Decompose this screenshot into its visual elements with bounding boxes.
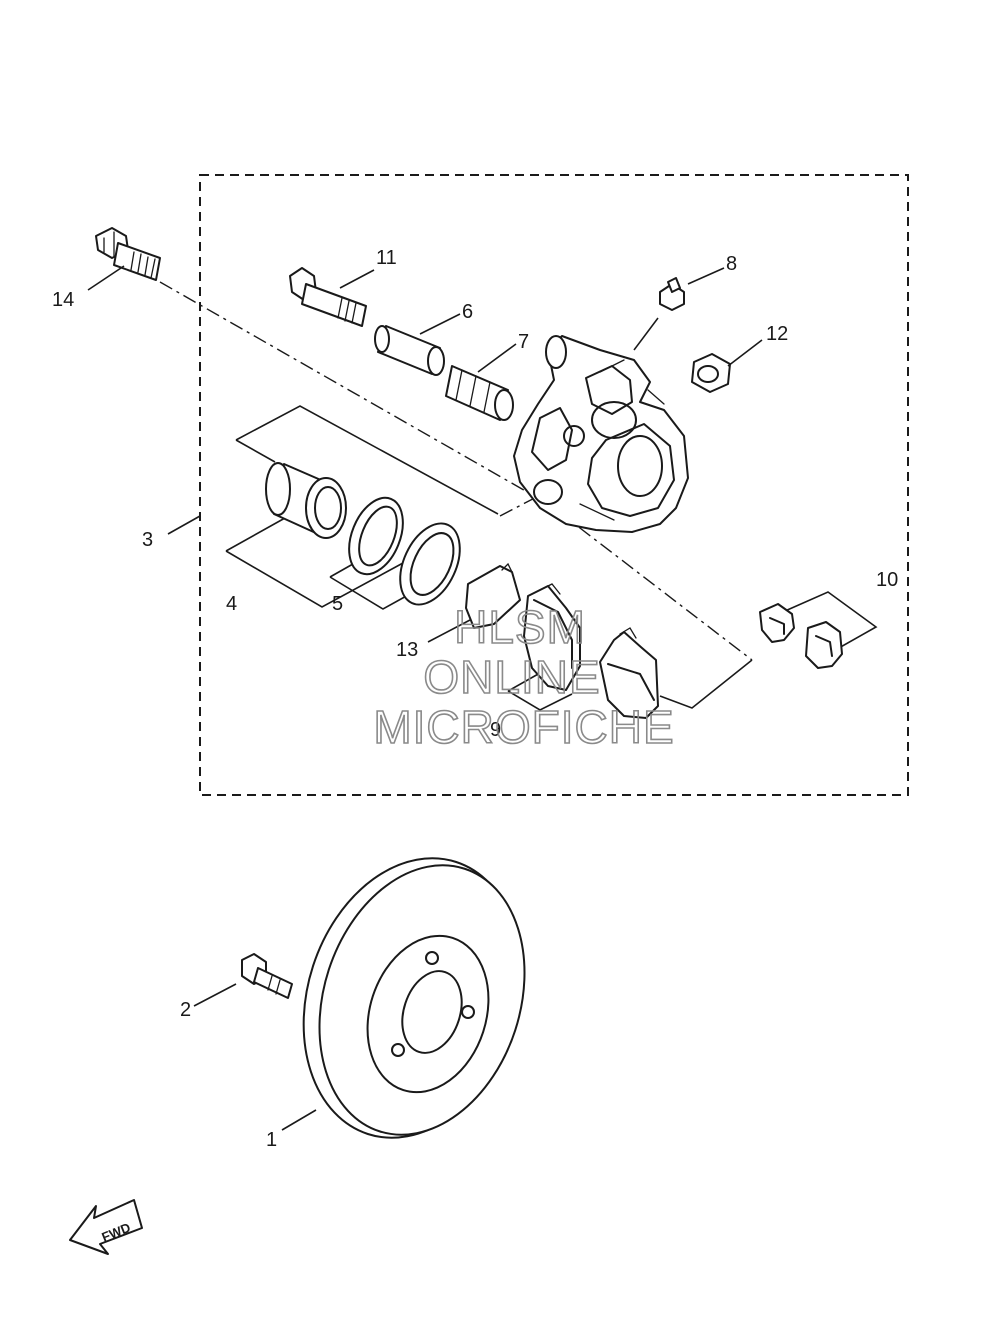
part-4-piston xyxy=(265,462,347,539)
callout-13: 13 xyxy=(396,639,418,661)
piston-kit-bracket-a xyxy=(225,517,286,552)
part-1-brake-disc xyxy=(302,857,526,1139)
callout-3: 3 xyxy=(142,529,153,551)
pad-bracket-b xyxy=(507,690,573,711)
dust-seal-ring xyxy=(399,522,461,606)
leader-14 xyxy=(87,265,125,291)
part-14-bolt xyxy=(95,227,161,281)
leader-1 xyxy=(281,1109,317,1131)
part-9-pad-outer xyxy=(599,627,659,719)
seal-bracket-d xyxy=(329,576,411,610)
caliper-assembly-boundary xyxy=(199,174,909,796)
leader-3 xyxy=(167,515,201,535)
leader-7 xyxy=(477,343,517,373)
part-5-seal xyxy=(348,496,404,576)
part-10-spring-b xyxy=(805,621,843,669)
part-7-boot xyxy=(445,365,514,421)
caliper-body xyxy=(513,335,689,533)
callout-14: 14 xyxy=(52,289,74,311)
callout-10: 10 xyxy=(876,569,898,591)
watermark: HLSM ONLINE MICROFICHE xyxy=(373,600,675,754)
pad-bracket-c xyxy=(659,659,753,709)
spring-bracket xyxy=(784,591,878,654)
pad-bracket-a xyxy=(507,672,541,692)
seal-kit-bracket-tick xyxy=(235,439,276,463)
leader-12 xyxy=(727,339,763,367)
leader-13 xyxy=(427,619,471,643)
callout-2: 2 xyxy=(180,999,191,1021)
leader-11 xyxy=(339,269,375,289)
leader-2 xyxy=(193,983,237,1007)
callout-6: 6 xyxy=(462,301,473,323)
callout-9: 9 xyxy=(490,719,501,741)
leader-6 xyxy=(419,313,461,335)
callout-8: 8 xyxy=(726,253,737,275)
piston-kit-bracket-b xyxy=(225,550,404,608)
leader-8-b xyxy=(633,317,659,351)
forward-direction-arrow: FWD xyxy=(69,1199,143,1255)
part-6-sleeve xyxy=(374,325,445,376)
watermark-line-1: HLSM xyxy=(454,601,586,653)
callout-4: 4 xyxy=(226,593,237,615)
callout-5: 5 xyxy=(332,593,343,615)
part-2-disc-bolt xyxy=(241,953,293,999)
seal-kit-bracket xyxy=(235,405,499,515)
part-8-bleed-screw xyxy=(659,277,685,311)
watermark-line-2: ONLINE xyxy=(423,651,600,703)
leader-8 xyxy=(687,267,725,285)
callout-12: 12 xyxy=(766,323,788,345)
part-13-shim xyxy=(465,562,521,629)
callout-11: 11 xyxy=(376,247,397,269)
part-12-cap xyxy=(691,353,731,393)
watermark-line-3: MICROFICHE xyxy=(373,701,674,753)
part-10-spring-a xyxy=(759,603,795,643)
callout-1: 1 xyxy=(266,1129,277,1151)
part-9-pad-inner xyxy=(523,583,581,691)
callout-7: 7 xyxy=(518,331,529,353)
part-11-pin-bolt xyxy=(289,267,367,327)
